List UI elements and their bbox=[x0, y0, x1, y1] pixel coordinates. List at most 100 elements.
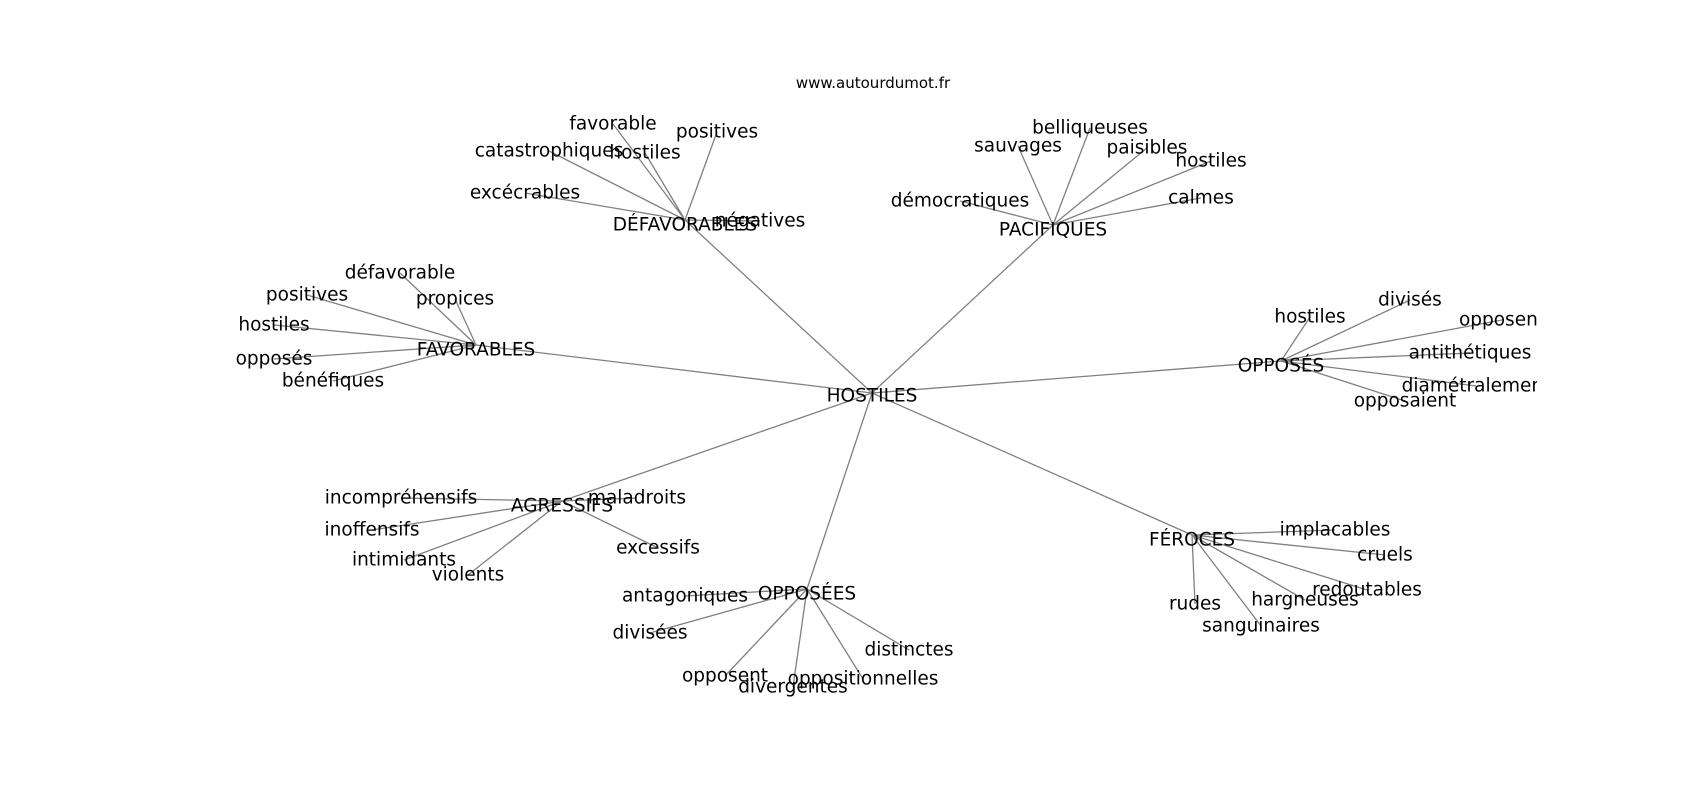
edge-layer bbox=[273, 123, 1503, 688]
edge-5-1 bbox=[649, 588, 808, 634]
leaf-node: diamétralement bbox=[1402, 376, 1551, 397]
leaf-node: démocratiques bbox=[891, 191, 1029, 212]
leaf-node: excécrables bbox=[470, 183, 580, 204]
leaf-node: paisibles bbox=[1107, 138, 1188, 159]
edge-6-3 bbox=[1191, 534, 1306, 601]
edge-1-3 bbox=[1052, 160, 1212, 226]
edge-0-4 bbox=[524, 192, 686, 221]
edge-1-1 bbox=[1017, 145, 1054, 226]
edge-root-1 bbox=[871, 224, 1054, 394]
edge-3-1 bbox=[1280, 299, 1411, 362]
group-node: AGRESSIFS bbox=[511, 496, 613, 517]
edge-3-3 bbox=[1280, 352, 1471, 362]
root-node: HOSTILES bbox=[827, 386, 918, 407]
leaf-node: favorable bbox=[569, 114, 656, 135]
edge-5-4 bbox=[806, 588, 864, 680]
edge-1-0 bbox=[1052, 127, 1091, 226]
leaf-node: catastrophiques bbox=[475, 141, 624, 162]
edge-6-1 bbox=[1191, 534, 1386, 556]
leaf-node: hostiles bbox=[238, 315, 309, 336]
edge-0-2 bbox=[548, 150, 686, 221]
group-node: FAVORABLES bbox=[417, 340, 536, 361]
edge-3-4 bbox=[1280, 360, 1477, 387]
edge-4-2 bbox=[371, 500, 563, 531]
edge-4-5 bbox=[467, 500, 563, 576]
leaf-node: hostiles bbox=[1175, 151, 1246, 172]
edge-3-2 bbox=[1280, 319, 1503, 362]
group-node: PACIFIQUES bbox=[999, 220, 1107, 241]
edge-1-5 bbox=[1052, 197, 1202, 226]
leaf-node: opposent bbox=[682, 666, 768, 687]
edge-3-5 bbox=[1280, 360, 1406, 402]
edge-5-5 bbox=[792, 588, 808, 688]
edge-5-0 bbox=[684, 588, 808, 597]
leaf-node: incompréhensifs bbox=[325, 488, 477, 509]
leaf-node: excessifs bbox=[616, 538, 700, 559]
leaf-node: distinctes bbox=[864, 640, 953, 661]
group-node: OPPOSÉES bbox=[758, 583, 856, 605]
edge-5-2 bbox=[806, 588, 910, 651]
leaf-node: hostiles bbox=[609, 143, 680, 164]
edge-root-2 bbox=[475, 344, 873, 394]
edge-5-3 bbox=[724, 588, 808, 677]
edge-1-4 bbox=[959, 200, 1054, 226]
edge-2-2 bbox=[454, 298, 477, 346]
edge-root-0 bbox=[684, 219, 873, 394]
edge-root-3 bbox=[871, 360, 1282, 394]
leaf-node: redoutables bbox=[1312, 580, 1422, 601]
leaf-node: opposés bbox=[236, 349, 313, 370]
edge-root-4 bbox=[561, 392, 873, 502]
leaf-node: divisées bbox=[612, 623, 687, 644]
leaf-node: hargneuses bbox=[1251, 590, 1359, 611]
edge-0-1 bbox=[684, 131, 718, 221]
leaf-node: défavorable bbox=[345, 263, 455, 284]
leaf-node: antithétiques bbox=[1409, 343, 1532, 364]
edge-6-4 bbox=[1191, 534, 1196, 605]
edge-2-5 bbox=[332, 344, 477, 382]
leaf-node: implacables bbox=[1280, 520, 1391, 541]
edge-0-5 bbox=[684, 219, 761, 222]
leaf-node: hostiles bbox=[1274, 307, 1345, 328]
leaf-node: rudes bbox=[1169, 594, 1221, 615]
edge-6-0 bbox=[1191, 529, 1336, 536]
edge-root-6 bbox=[871, 392, 1193, 536]
label-layer: HOSTILES DÉFAVORABLES favorable positives ca… bbox=[236, 114, 1551, 698]
edge-2-1 bbox=[306, 294, 477, 346]
edge-0-3 bbox=[644, 152, 686, 221]
leaf-node: opposent bbox=[1459, 310, 1545, 331]
source-watermark: www.autourdumot.fr bbox=[796, 74, 951, 92]
edge-3-0 bbox=[1280, 316, 1311, 362]
edge-2-4 bbox=[273, 344, 477, 360]
edge-2-0 bbox=[399, 272, 477, 346]
edge-6-2 bbox=[1191, 534, 1368, 591]
group-node: DÉFAVORABLES bbox=[613, 214, 757, 236]
edge-4-1 bbox=[561, 497, 638, 502]
leaf-node: divisés bbox=[1378, 290, 1442, 311]
leaf-node: sanguinaires bbox=[1202, 616, 1320, 637]
leaf-node: cruels bbox=[1357, 545, 1413, 566]
group-node: OPPOSÉS bbox=[1238, 355, 1325, 377]
edge-4-3 bbox=[561, 500, 659, 549]
leaf-node: violents bbox=[432, 565, 505, 586]
leaf-node: sauvages bbox=[974, 136, 1062, 157]
group-node: FÉROCES bbox=[1149, 529, 1235, 551]
leaf-node: propices bbox=[416, 289, 494, 310]
edge-4-4 bbox=[403, 500, 563, 561]
leaf-node: calmes bbox=[1168, 188, 1234, 209]
edge-2-3 bbox=[273, 324, 477, 346]
leaf-node: intimidants bbox=[352, 550, 456, 571]
leaf-node: inoffensifs bbox=[325, 520, 420, 541]
leaf-node: bénéfiques bbox=[282, 371, 384, 392]
leaf-node: maladroits bbox=[588, 488, 686, 509]
leaf-node: négatives bbox=[715, 211, 806, 232]
leaf-node: belliqueuses bbox=[1032, 118, 1148, 139]
edge-root-5 bbox=[806, 392, 873, 590]
edge-1-2 bbox=[1052, 147, 1148, 226]
edge-6-5 bbox=[1191, 534, 1262, 627]
edge-0-0 bbox=[612, 123, 686, 221]
leaf-node: positives bbox=[266, 285, 348, 306]
edge-4-0 bbox=[400, 497, 563, 502]
leaf-node: antagoniques bbox=[622, 586, 748, 607]
